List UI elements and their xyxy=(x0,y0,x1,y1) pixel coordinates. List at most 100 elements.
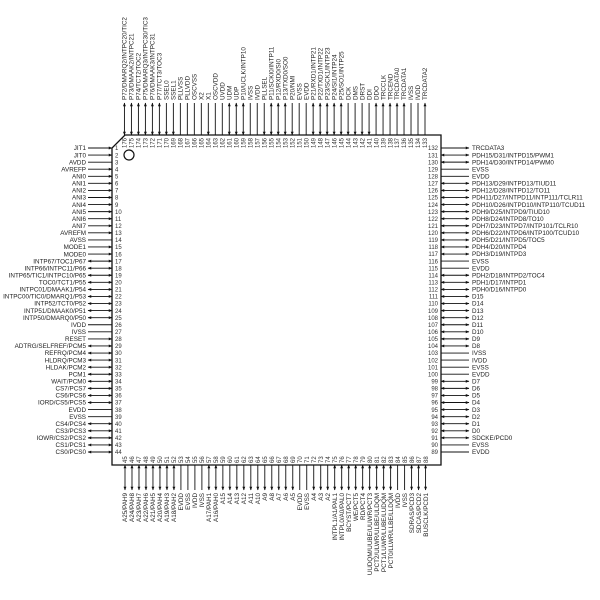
pin-label: JIT0 xyxy=(74,152,87,159)
pin-label: A13 xyxy=(234,493,241,505)
pin-number: 128 xyxy=(428,174,439,180)
pin-label: EVDD xyxy=(178,493,185,511)
pin-number: 101 xyxy=(428,365,439,371)
pin-number: 106 xyxy=(428,330,439,336)
pin-label: A23/PAH7 xyxy=(136,493,143,522)
pin-number: 133 xyxy=(423,137,429,148)
pin-number: 36 xyxy=(115,394,122,400)
pin-label: IVSS xyxy=(199,493,206,507)
pin-label: IORD/CS5/PCS5 xyxy=(38,400,86,407)
pin-label: SDCAS/PCD2 xyxy=(416,493,423,534)
pin-label: PDH7/D23/INTPD7/INTP101/TCLR10 xyxy=(472,223,579,230)
pin-label: TRCCLK xyxy=(380,74,387,100)
pin-label: P74/TCT2/TOC2 xyxy=(136,52,143,100)
pin-label: DDO xyxy=(373,86,380,100)
pin-number: 82 xyxy=(382,456,388,463)
pin-number: 7 xyxy=(115,189,119,195)
pin-number: 54 xyxy=(186,456,192,463)
pin-number: 154 xyxy=(276,137,282,148)
pin-number: 157 xyxy=(255,137,261,148)
pin-label: CS0/PCS0 xyxy=(56,449,87,456)
pin-label: OSCVDD xyxy=(213,73,220,100)
pin-label: A8 xyxy=(269,493,276,501)
pin-number: 165 xyxy=(200,137,206,148)
pin-label: PCM1 xyxy=(69,371,87,378)
pin-label: ANI0 xyxy=(72,173,86,180)
pin-number: 22 xyxy=(115,295,122,301)
pin-label: MODE0 xyxy=(64,251,87,258)
pin-label: UVDD xyxy=(219,82,226,100)
pin-label: A19/PAH3 xyxy=(164,493,171,522)
pin-number: 100 xyxy=(428,372,439,378)
pin-label: INTPC00/TIC0/DMARQ1/P53 xyxy=(3,294,86,301)
pin-label: SSEL0 xyxy=(164,80,171,100)
pin-label: PCT2/ULWR/ULBE/ULDQM xyxy=(374,493,381,572)
pin-label: P13/TXD0/SO0 xyxy=(282,56,289,100)
pin-number: 30 xyxy=(115,351,122,357)
pin-label: JIT1 xyxy=(74,145,87,152)
pin-label: D10 xyxy=(472,329,484,336)
pin-label: A16/PAH0 xyxy=(213,493,220,522)
pin-number: 2 xyxy=(115,153,119,159)
pin-label: INTPL0/A0/PAL0 xyxy=(339,493,346,541)
pin-label: DRST xyxy=(359,83,366,100)
pin-label: D2 xyxy=(472,414,481,421)
pin-number: 143 xyxy=(353,137,359,148)
pin-label: A15 xyxy=(220,493,227,505)
pin-label: SSEL1 xyxy=(171,80,178,100)
pin-label: P75/DMARQ3/INTPC30/TIC3 xyxy=(143,17,150,100)
pin-number: 38 xyxy=(115,408,122,414)
pin-number: 93 xyxy=(431,422,438,428)
pin-label: A10 xyxy=(255,493,262,505)
pin-number: 56 xyxy=(200,456,206,463)
pin-label: D15 xyxy=(472,294,484,301)
pin-number: 45 xyxy=(123,456,129,463)
pin-number: 24 xyxy=(115,309,122,315)
pin-label: HLDAK/PCM2 xyxy=(46,364,87,371)
pin-number: 92 xyxy=(431,429,438,435)
pin-number: 37 xyxy=(115,401,122,407)
pin-label: INTP66/INTPC11/P66 xyxy=(25,265,87,272)
pin-number: 137 xyxy=(395,137,401,148)
pin-label: A22/PAH6 xyxy=(143,493,150,522)
pin-number: 119 xyxy=(428,238,438,244)
pin-number: 117 xyxy=(428,252,438,258)
pin-number: 146 xyxy=(332,137,338,148)
pin-label: IVDD xyxy=(415,85,422,100)
pin-number: 35 xyxy=(115,387,122,393)
pin-label: EVSS xyxy=(296,83,303,100)
pin-number: 4 xyxy=(115,167,119,173)
pin-label: EVSS xyxy=(304,493,311,510)
pin-label: TOC0/TCT1/P55 xyxy=(39,280,87,287)
pin-label: EVSS xyxy=(185,493,192,510)
pin-label: INTPC01/DMAAK1/P54 xyxy=(20,287,87,294)
pin-label: TRCDATA0 xyxy=(394,67,401,100)
pin-label: RESET xyxy=(65,336,86,343)
pin-number: 121 xyxy=(428,224,439,230)
pin-label: ANI7 xyxy=(72,223,86,230)
pin-label: D4 xyxy=(472,400,481,407)
pin-number: 58 xyxy=(214,456,220,463)
pin-number: 156 xyxy=(262,137,268,148)
pin-label: D3 xyxy=(472,407,481,414)
pin-label: PDH12/D28/INTPD12/TO11 xyxy=(472,188,551,195)
pin-number: 115 xyxy=(428,266,438,272)
pin-label: DDI xyxy=(366,89,373,100)
pin-label: EVSS xyxy=(472,258,489,265)
pin-label: INTP65/TIC1/INTPC10/P65 xyxy=(9,272,87,279)
pin-number: 59 xyxy=(221,456,227,463)
pin-number: 160 xyxy=(234,137,240,148)
pin-number: 130 xyxy=(428,160,439,166)
pin-label: IVSS xyxy=(408,86,415,100)
pin-number: 142 xyxy=(360,137,366,148)
pin-number: 175 xyxy=(130,137,136,148)
pin-number: 16 xyxy=(115,252,122,258)
pin-number: 39 xyxy=(115,415,122,421)
pin-number: 87 xyxy=(417,456,423,463)
pin-label: P10/UCLK/INTP10 xyxy=(240,47,247,100)
pin-label: P25/SO1/INTP25 xyxy=(338,51,345,100)
pin-label: IOWR/CS2/PCS2 xyxy=(37,435,87,442)
pin-number: 158 xyxy=(248,137,254,148)
pin-number: 127 xyxy=(428,182,439,188)
pin-number: 74 xyxy=(326,456,332,463)
